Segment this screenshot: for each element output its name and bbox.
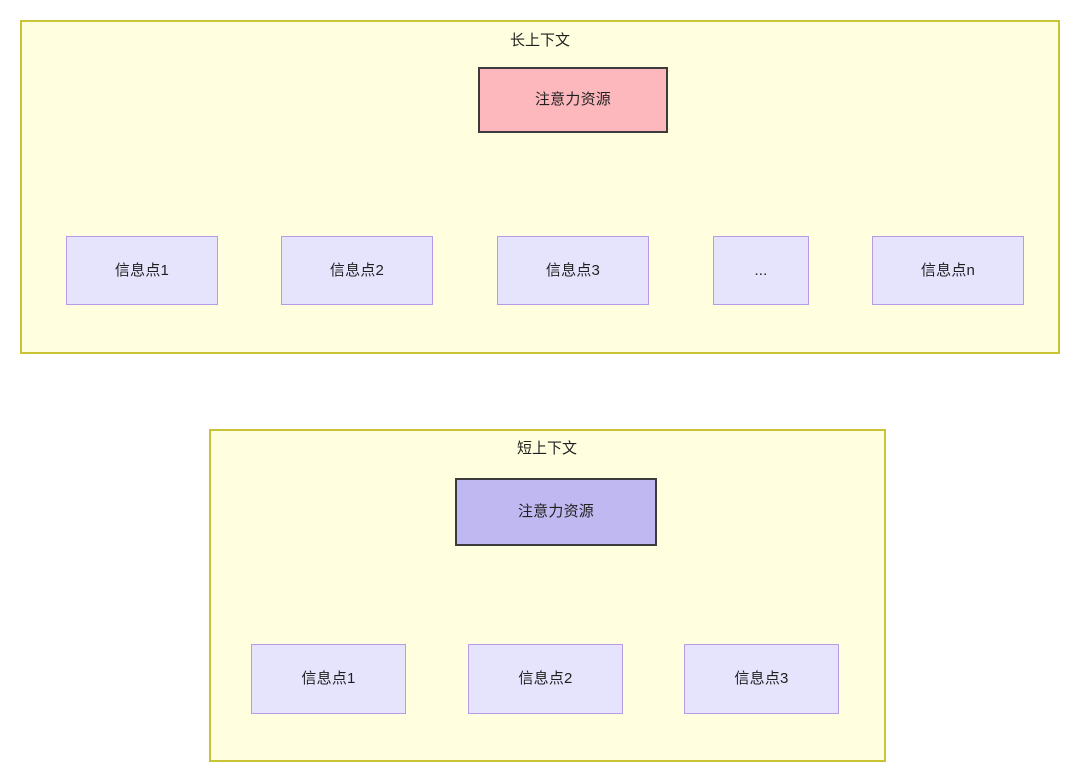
- info-node-label: 信息点n: [920, 261, 976, 279]
- info-node-label: 信息点1: [114, 261, 170, 279]
- info-node-short-2[interactable]: 信息点2: [468, 644, 623, 714]
- attention-resource-label-long: 注意力资源: [534, 91, 611, 108]
- info-node-label: 信息点2: [329, 261, 385, 279]
- info-node-long-3[interactable]: 信息点3: [497, 236, 649, 305]
- info-node-long-n[interactable]: 信息点n: [872, 236, 1024, 305]
- attention-resource-node-short[interactable]: 注意力资源: [455, 478, 657, 546]
- info-node-short-1[interactable]: 信息点1: [251, 644, 406, 714]
- info-node-label: 信息点3: [734, 670, 789, 687]
- panel-short-context-title: 短上下文: [516, 440, 578, 457]
- info-node-label: 信息点2: [518, 670, 573, 687]
- info-node-long-1[interactable]: 信息点1: [66, 236, 218, 305]
- info-node-short-3[interactable]: 信息点3: [684, 644, 839, 714]
- info-node-long-2[interactable]: 信息点2: [281, 236, 433, 305]
- attention-resource-label-short: 注意力资源: [517, 503, 594, 520]
- info-node-long-ellipsis[interactable]: ...: [713, 236, 809, 305]
- panel-long-context-title: 长上下文: [509, 32, 571, 49]
- attention-resource-node-long[interactable]: 注意力资源: [478, 67, 668, 133]
- info-node-label: 信息点1: [301, 670, 356, 687]
- info-node-label: ...: [754, 261, 768, 279]
- info-node-label: 信息点3: [545, 261, 601, 279]
